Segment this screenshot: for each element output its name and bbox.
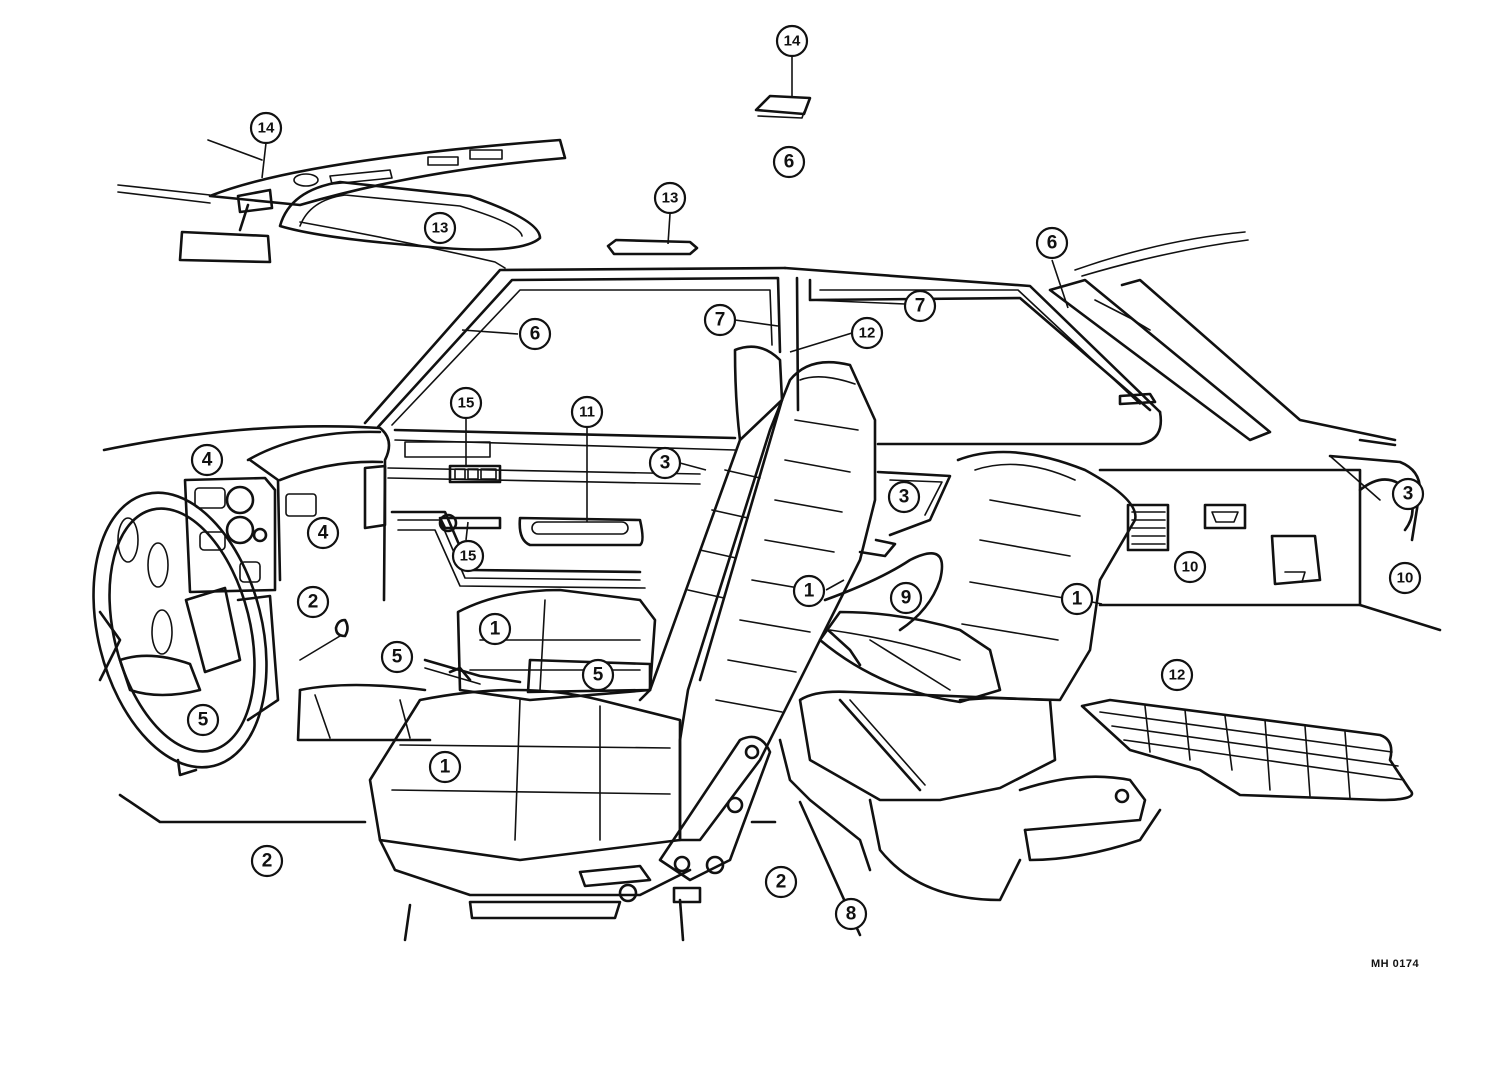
svg-text:15: 15	[460, 548, 477, 565]
center-console-front	[236, 594, 432, 742]
svg-text:3: 3	[660, 453, 671, 474]
svg-text:5: 5	[198, 710, 209, 731]
callout-1-passenger-cushion: 1	[478, 612, 512, 646]
callout-15-upper: 15	[449, 386, 483, 420]
svg-text:1: 1	[440, 757, 451, 778]
callout-14-dome-light: 14	[775, 24, 809, 58]
svg-text:4: 4	[202, 450, 213, 471]
callout-6-rear-pillar: 6	[1035, 226, 1069, 260]
callout-3-rear-trim: 3	[887, 480, 921, 514]
svg-text:8: 8	[846, 904, 857, 925]
callout-1-driver-cushion: 1	[428, 750, 462, 784]
callout-13-assist-grip: 13	[653, 181, 687, 215]
callout-3-quarter: 3	[1391, 477, 1425, 511]
rear-console-box	[778, 690, 1162, 937]
quarter-window-and-roof	[1048, 231, 1422, 542]
svg-text:3: 3	[1403, 484, 1414, 505]
floor-line	[118, 758, 777, 824]
callout-8: 8	[834, 897, 868, 931]
svg-text:9: 9	[901, 588, 912, 609]
svg-text:6: 6	[1047, 233, 1058, 254]
rear-side-trim	[823, 468, 1442, 632]
assist-grip	[606, 238, 699, 256]
rear-floor-mat	[1080, 698, 1414, 802]
callout-3-front-door: 3	[648, 446, 682, 480]
callout-4-dash-side: 4	[306, 516, 340, 550]
leader-lines	[261, 57, 1103, 605]
svg-text:6: 6	[530, 324, 541, 345]
svg-text:12: 12	[1169, 667, 1186, 684]
callout-6-front-frame: 6	[518, 317, 552, 351]
svg-text:15: 15	[458, 395, 475, 412]
callout-4-dash-top: 4	[190, 443, 224, 477]
callout-2-floor-left: 2	[250, 844, 284, 878]
svg-text:5: 5	[392, 647, 403, 668]
callout-1-driver-back: 1	[792, 574, 826, 608]
callout-12-pillar: 12	[850, 316, 884, 350]
svg-text:2: 2	[262, 851, 273, 872]
callout-6-dome-light: 6	[772, 145, 806, 179]
callout-7-left: 7	[703, 303, 737, 337]
callout-9: 9	[889, 581, 923, 615]
svg-text:7: 7	[715, 310, 726, 331]
svg-text:1: 1	[1072, 589, 1083, 610]
callout-7-right: 7	[903, 289, 937, 323]
callout-11: 11	[570, 395, 604, 429]
callout-15-lower: 15	[451, 539, 485, 573]
svg-text:7: 7	[915, 296, 926, 317]
svg-text:12: 12	[859, 325, 876, 342]
callout-1-rear-seat: 1	[1060, 582, 1094, 616]
svg-text:13: 13	[662, 190, 679, 207]
svg-text:1: 1	[804, 581, 815, 602]
svg-text:14: 14	[258, 120, 275, 137]
figure-code: MH 0174	[1371, 958, 1420, 970]
front-door-trim	[387, 428, 737, 589]
svg-text:11: 11	[579, 404, 595, 421]
svg-text:13: 13	[432, 220, 449, 237]
instrument-panel	[98, 425, 391, 682]
callout-2-under-dash: 2	[296, 585, 330, 619]
callout-5-steering: 5	[186, 703, 220, 737]
steering-wheel	[92, 491, 268, 769]
svg-text:5: 5	[593, 665, 604, 686]
callout-5-console: 5	[380, 640, 414, 674]
sunvisor	[278, 180, 542, 269]
svg-text:3: 3	[899, 487, 910, 508]
svg-text:14: 14	[784, 33, 801, 50]
passenger-seat	[423, 345, 784, 702]
callout-10-rear: 10	[1388, 561, 1422, 595]
svg-text:10: 10	[1182, 559, 1199, 576]
svg-text:2: 2	[776, 872, 787, 893]
svg-text:2: 2	[308, 592, 319, 613]
instrument-cluster	[183, 476, 277, 594]
svg-text:1: 1	[490, 619, 501, 640]
callout-2-floor-center: 2	[764, 865, 798, 899]
callout-13-sunvisor: 13	[423, 211, 457, 245]
callout-14-mirror: 14	[249, 111, 283, 145]
svg-text:10: 10	[1397, 570, 1414, 587]
callout-12-floor: 12	[1160, 658, 1194, 692]
svg-text:6: 6	[784, 152, 795, 173]
callout-10-side: 10	[1173, 550, 1207, 584]
callouts: 14 6 14 13 13 6 6 7 7 12 15 11 3 3 3 4 4…	[186, 24, 1425, 931]
rear-seat	[818, 450, 1137, 704]
callout-5-center: 5	[581, 658, 615, 692]
svg-text:4: 4	[318, 523, 329, 544]
driver-seat	[368, 360, 877, 942]
rear-view-mirror	[178, 188, 274, 264]
dome-light-lens	[754, 94, 812, 119]
